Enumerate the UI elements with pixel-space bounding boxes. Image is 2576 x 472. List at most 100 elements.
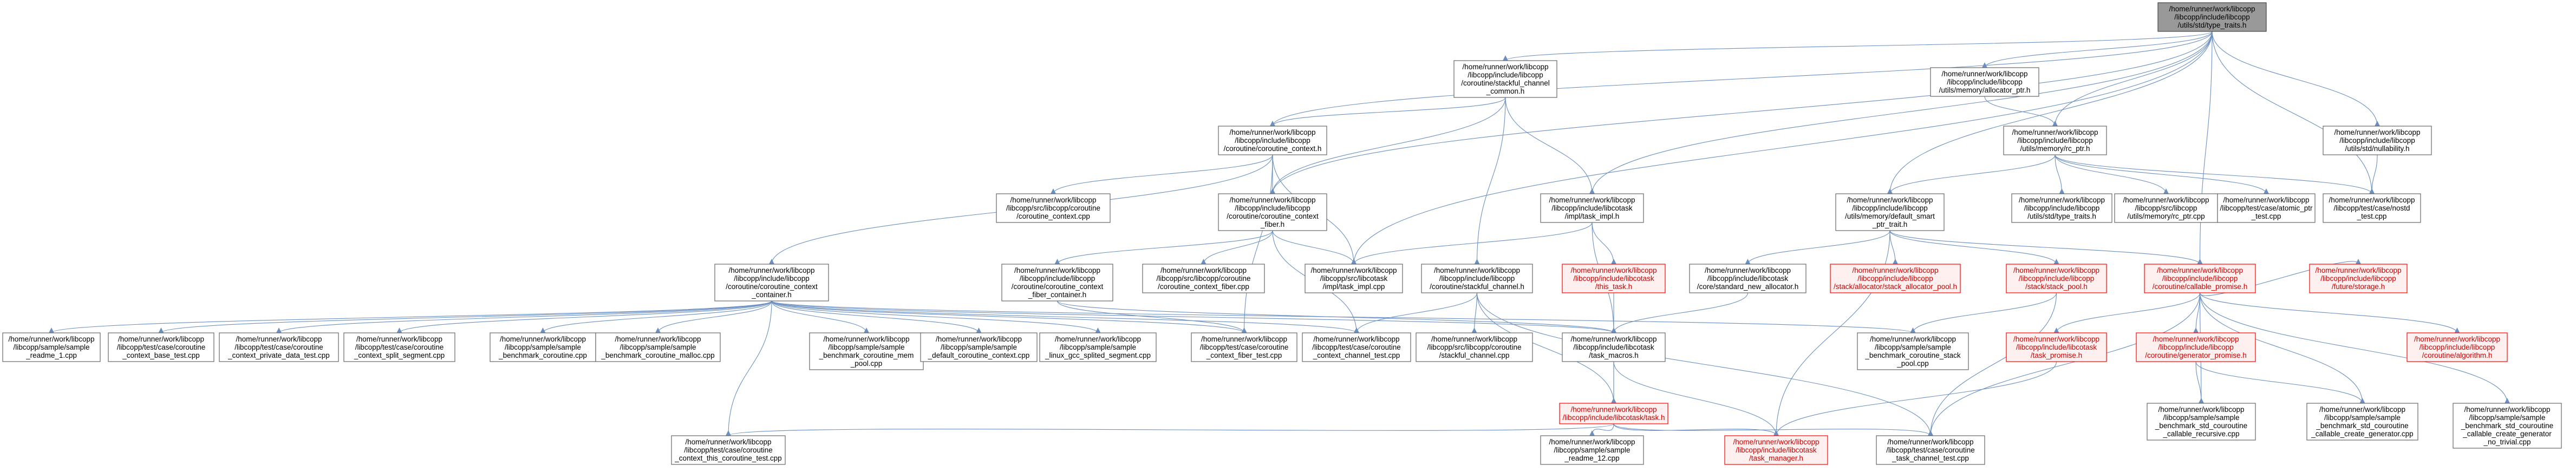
file-node-generator-promise[interactable]: /home/runner/work/libcopp/libcopp/includ… <box>2136 332 2256 362</box>
file-node-stackful-channel-h[interactable]: /home/runner/work/libcopp/libcopp/includ… <box>1421 264 1533 293</box>
file-node-label-line: /libcopp/sample/sample <box>1554 446 1630 454</box>
file-node-label-line: /libcopp/include/libcopp <box>1235 136 1310 145</box>
include-edge-callable-promise-to-task-channel-test <box>1928 292 2201 436</box>
file-node-label-line: /home/runner/work/libcopp <box>500 335 586 343</box>
file-node-box <box>2011 193 2112 223</box>
file-node-label-line: /home/runner/work/libcopp <box>2123 196 2209 204</box>
file-node-stackful-channel-common[interactable]: /home/runner/work/libcopp/libcopp/includ… <box>1453 60 1557 98</box>
file-node-stack-allocator-pool[interactable]: /home/runner/work/libcopp/libcopp/includ… <box>1830 264 1961 293</box>
file-node-label-line: /home/runner/work/libcopp <box>1549 438 1635 446</box>
file-node-box <box>1039 332 1157 362</box>
file-node-libcotask-type-traits[interactable]: /home/runner/work/libcopp/libcopp/includ… <box>2011 193 2112 223</box>
file-node-label-line: /libcopp/include/libcotask <box>1551 204 1633 212</box>
file-node-sample-readme-12[interactable]: /home/runner/work/libcopp/libcopp/sample… <box>1540 435 1644 465</box>
file-node-core-standard-new-allocator[interactable]: /home/runner/work/libcopp/libcopp/includ… <box>1689 264 1807 293</box>
include-edge-default-smart-ptr-trait-to-stack-allocator-pool <box>1889 230 1898 265</box>
file-node-sample-readme-1[interactable]: /home/runner/work/libcopp/libcopp/sample… <box>2 332 101 362</box>
file-node-std-coroutine-callable-create-generator[interactable]: /home/runner/work/libcopp/libcopp/sample… <box>2306 403 2418 441</box>
file-node-coroutine-algorithm[interactable]: /home/runner/work/libcopp/libcopp/includ… <box>2407 332 2508 362</box>
file-node-context-this-coroutine-test[interactable]: /home/runner/work/libcopp/libcopp/test/c… <box>671 435 786 465</box>
include-edge-type-traits-to-task-impl-cpp <box>1351 31 2213 265</box>
file-node-label-line: /home/runner/work/libcopp <box>1941 70 2027 78</box>
file-node-context-split-segment[interactable]: /home/runner/work/libcopp/libcopp/test/c… <box>343 332 455 362</box>
file-node-task-impl-h[interactable]: /home/runner/work/libcopp/libcopp/includ… <box>1540 193 1644 223</box>
file-node-label-line: /home/runner/work/libcopp <box>2329 196 2415 204</box>
file-node-label-line: /libcopp/sample/sample <box>1875 343 1951 351</box>
file-node-callable-promise[interactable]: /home/runner/work/libcopp/libcopp/includ… <box>2144 264 2256 293</box>
file-node-task-macros[interactable]: /home/runner/work/libcopp/libcopp/includ… <box>1562 332 1666 362</box>
file-node-label-line: /home/runner/work/libcopp <box>2315 266 2401 274</box>
file-node-task-promise[interactable]: /home/runner/work/libcopp/libcopp/includ… <box>2006 332 2107 362</box>
file-node-coroutine-context-fiber-cpp[interactable]: /home/runner/work/libcopp/libcopp/src/li… <box>1142 264 1265 293</box>
file-node-stackful-channel-cpp[interactable]: /home/runner/work/libcopp/libcopp/src/li… <box>1416 332 1533 362</box>
include-edge-callable-promise-to-std-coroutine-callable-create-generator-no-trivial <box>2199 292 2510 404</box>
file-node-label-line: /home/runner/work/libcopp <box>2153 335 2239 343</box>
file-node-std-coroutine-callable-create-generator-no-trivial[interactable]: /home/runner/work/libcopp/libcopp/sample… <box>2453 403 2562 449</box>
file-node-label-line: /libcopp/include/libcopp <box>1020 274 1095 283</box>
include-edge-coroutine-context-container-to-context-split-segment <box>396 300 772 333</box>
file-node-benchmark-coroutine-stack-pool[interactable]: /home/runner/work/libcopp/libcopp/sample… <box>1857 332 1969 370</box>
file-node-label-line: /home/runner/work/libcopp <box>2013 335 2099 343</box>
file-node-label-line: /utils/std/type_traits.h <box>2027 212 2096 220</box>
file-node-allocator-ptr[interactable]: /home/runner/work/libcopp/libcopp/includ… <box>1930 67 2039 97</box>
file-node-type-traits[interactable]: /home/runner/work/libcopp/libcopp/includ… <box>2157 2 2267 32</box>
file-node-coroutine-context-cpp[interactable]: /home/runner/work/libcopp/libcopp/src/li… <box>996 193 1111 223</box>
file-node-coroutine-context[interactable]: /home/runner/work/libcopp/libcopp/includ… <box>1218 126 1327 155</box>
file-node-nostd-test[interactable]: /home/runner/work/libcopp/libcopp/test/c… <box>2323 193 2421 223</box>
file-node-std-coroutine-callable-recursive[interactable]: /home/runner/work/libcopp/libcopp/sample… <box>2147 403 2256 441</box>
file-node-label-line: /libcopp/include/libcopp <box>2158 343 2234 351</box>
file-node-label-line: /home/runner/work/libcopp <box>2414 335 2500 343</box>
file-node-rc-ptr-cpp[interactable]: /home/runner/work/libcopp/libcopp/src/li… <box>2114 193 2218 223</box>
include-edge-coroutine-context-container-to-benchmark-coroutine-mem-pool <box>771 300 869 333</box>
include-edge-rc-ptr-to-nostd-test <box>2055 154 2375 194</box>
file-node-label-line: /libcopp/src/libcopp/coroutine <box>1006 204 1100 212</box>
file-node-label-line: /coroutine/coroutine_context <box>726 283 818 291</box>
file-node-label-line: /libcopp/include/libcotask <box>1573 343 1654 351</box>
file-node-box <box>671 435 786 465</box>
include-edge-coroutine-context-fiber-to-coroutine-context-fiber-cpp <box>1201 230 1273 265</box>
file-node-benchmark-coroutine-malloc[interactable]: /home/runner/work/libcopp/libcopp/sample… <box>595 332 721 362</box>
file-node-box <box>1421 264 1533 293</box>
file-node-atomic-int-test[interactable]: /home/runner/work/libcopp/libcopp/test/c… <box>2217 193 2316 223</box>
file-node-label-line: /libcopp/sample/sample <box>13 343 89 351</box>
file-node-task-manager[interactable]: /home/runner/work/libcopp/libcopp/includ… <box>1724 435 1828 465</box>
file-node-nullability[interactable]: /home/runner/work/libcopp/libcopp/includ… <box>2323 126 2432 155</box>
file-node-label-line: /home/runner/work/libcopp <box>1431 335 1517 343</box>
file-node-this-task[interactable]: /home/runner/work/libcopp/libcopp/includ… <box>1562 264 1666 293</box>
include-edge-coroutine-context-fiber-to-context-fiber-container <box>1054 230 1273 265</box>
include-edge-stackful-channel-h-to-stackful-channel-cpp <box>1471 292 1478 333</box>
file-node-task-channel-test[interactable]: /home/runner/work/libcopp/libcopp/test/c… <box>1876 435 1985 465</box>
file-node-default-coroutine-context[interactable]: /home/runner/work/libcopp/libcopp/sample… <box>920 332 1038 362</box>
file-node-coroutine-context-container[interactable]: /home/runner/work/libcopp/libcopp/includ… <box>714 264 829 301</box>
file-node-context-base-test[interactable]: /home/runner/work/libcopp/libcopp/test/c… <box>108 332 214 362</box>
file-node-box <box>1001 264 1113 301</box>
file-node-default-smart-ptr-trait[interactable]: /home/runner/work/libcopp/libcopp/includ… <box>1835 193 1945 231</box>
file-node-label-line: /libcopp/test/case/coroutine <box>1200 343 1289 351</box>
file-node-task-impl-cpp[interactable]: /home/runner/work/libcopp/libcopp/src/li… <box>1305 264 1403 293</box>
edges-layer <box>49 31 2510 436</box>
file-node-benchmark-coroutine-mem-pool[interactable]: /home/runner/work/libcopp/libcopp/sample… <box>809 332 924 370</box>
file-node-box <box>2003 126 2107 155</box>
file-node-context-channel-test[interactable]: /home/runner/work/libcopp/libcopp/test/c… <box>1302 332 1411 362</box>
file-node-linux-gcc-splited-segment[interactable]: /home/runner/work/libcopp/libcopp/sample… <box>1039 332 1157 362</box>
file-node-stack-pool[interactable]: /home/runner/work/libcopp/libcopp/includ… <box>2006 264 2107 293</box>
file-node-label-line: /coroutine/coroutine_context.h <box>1224 145 1322 153</box>
file-node-label-line: /libcopp/include/libcopp <box>2162 274 2238 283</box>
file-node-box <box>108 332 214 362</box>
include-edge-coroutine-context-container-to-benchmark-coroutine-malloc <box>655 300 772 333</box>
file-node-task-h[interactable]: /home/runner/work/libcopp/libcopp/includ… <box>1559 403 1668 424</box>
file-node-rc-ptr[interactable]: /home/runner/work/libcopp/libcopp/includ… <box>2003 126 2107 155</box>
file-node-box <box>1142 264 1265 293</box>
file-node-context-fiber-test[interactable]: /home/runner/work/libcopp/libcopp/test/c… <box>1191 332 1297 362</box>
file-node-context-fiber-container[interactable]: /home/runner/work/libcopp/libcopp/includ… <box>1001 264 1113 301</box>
include-edge-type-traits-to-callable-promise <box>2197 31 2213 265</box>
file-node-benchmark-coroutine[interactable]: /home/runner/work/libcopp/libcopp/sample… <box>490 332 596 362</box>
file-node-future-storage[interactable]: /home/runner/work/libcopp/libcopp/includ… <box>2309 264 2408 293</box>
file-node-coroutine-context-fiber[interactable]: /home/runner/work/libcopp/libcopp/includ… <box>1218 193 1327 231</box>
include-edge-coroutine-context-container-to-context-private-data-test <box>276 300 772 333</box>
file-node-context-private-data-test[interactable]: /home/runner/work/libcopp/libcopp/test/c… <box>219 332 339 362</box>
file-node-box <box>2323 193 2421 223</box>
file-node-box <box>2323 126 2432 155</box>
file-node-label-line: /coroutine/generator_promise.h <box>2145 351 2247 359</box>
file-node-box <box>1540 435 1644 465</box>
